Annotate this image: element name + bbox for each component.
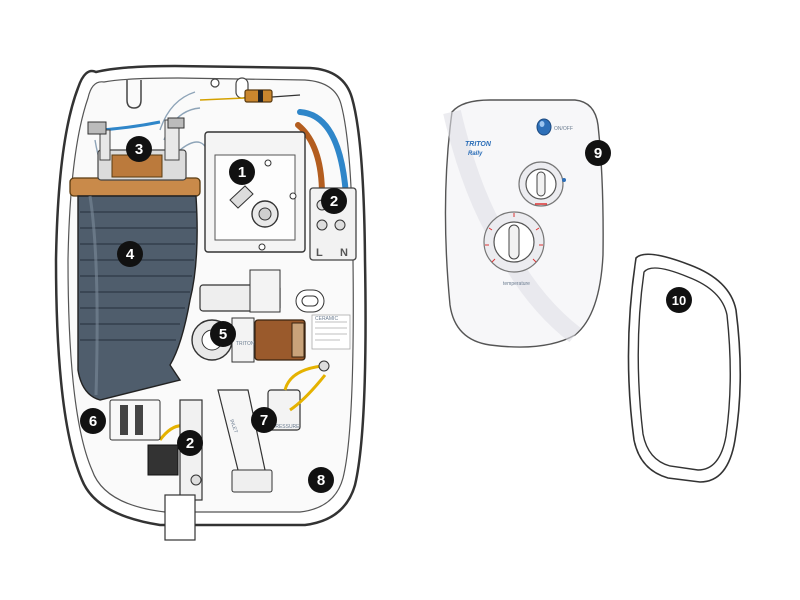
- solenoid-valve: TRITON: [231, 317, 306, 363]
- solenoid-brand-text: TRITON: [236, 341, 255, 347]
- callout-1: 1: [229, 159, 255, 185]
- callout-3: 3: [126, 136, 152, 162]
- power-indicator-label: ON/OFF: [554, 126, 573, 132]
- mains-cable-blue: [297, 109, 349, 198]
- cable-entry: [295, 289, 325, 313]
- switch-assembly: [204, 131, 306, 253]
- inlet-valve-body: [109, 399, 161, 441]
- cover-brand-text: TRITON: [465, 141, 492, 148]
- callout-4: 4: [117, 241, 143, 267]
- inlet-text: INLET: [228, 419, 238, 434]
- callout-3-label: 3: [135, 141, 143, 158]
- callout-8: 8: [308, 467, 334, 493]
- water-inlet-connector: [147, 399, 203, 541]
- temperature-dial-label: temperature: [503, 281, 530, 287]
- cover-seal: [627, 253, 742, 483]
- terminal-live-label: L: [316, 247, 323, 259]
- mains-cable-brown: [295, 122, 325, 198]
- callout-7: 7: [251, 407, 277, 433]
- pressure-switch-text: PRESSURE: [272, 424, 300, 430]
- warning-label-text: CERAMIC: [315, 316, 338, 322]
- callout-9-label: 9: [594, 145, 602, 162]
- heater-tank: [69, 177, 201, 401]
- callout-5-label: 5: [219, 326, 227, 343]
- power-indicator: ON/OFF: [536, 118, 573, 136]
- callout-5: 5: [210, 321, 236, 347]
- callout-4-label: 4: [126, 246, 135, 263]
- outlet-pipe: INLET: [217, 389, 273, 493]
- earth-wire-right: [283, 360, 330, 412]
- callout-10: 10: [666, 287, 692, 313]
- mounting-slot-left: [126, 80, 142, 109]
- callout-1-label: 1: [238, 164, 246, 181]
- callout-2-inlet-label: 2: [186, 435, 194, 452]
- warning-label: CERAMIC: [311, 314, 351, 350]
- callout-6-label: 6: [89, 413, 97, 430]
- callout-2-terminal-label: 2: [330, 193, 338, 210]
- terminal-neutral-label: N: [340, 247, 348, 259]
- callout-9: 9: [585, 140, 611, 166]
- thermal-fuse: [199, 89, 301, 103]
- callout-2-terminal: 2: [321, 188, 347, 214]
- cover-model-text: Rally: [468, 151, 483, 157]
- callout-7-label: 7: [260, 412, 268, 429]
- cover-brand: TRITON Rally: [465, 141, 492, 157]
- power-selector-knob: [518, 161, 566, 207]
- callout-8-label: 8: [317, 472, 325, 489]
- temperature-dial: temperature: [483, 211, 545, 287]
- callout-6: 6: [80, 408, 106, 434]
- callout-2-inlet: 2: [177, 430, 203, 456]
- callout-10-label: 10: [672, 293, 686, 308]
